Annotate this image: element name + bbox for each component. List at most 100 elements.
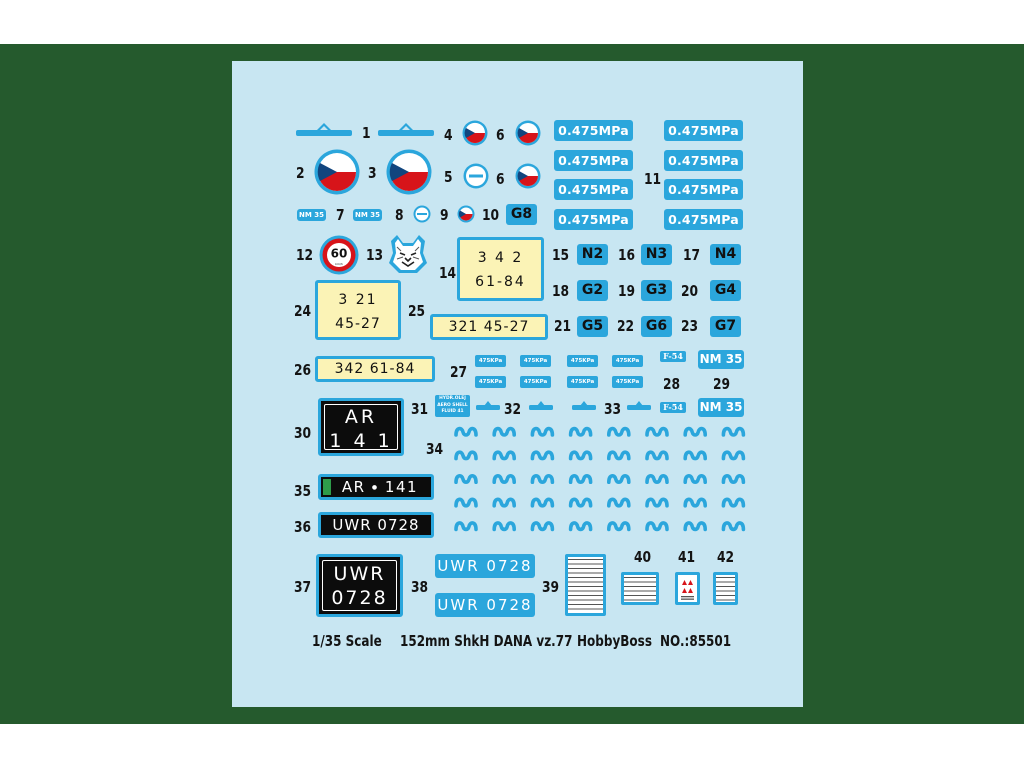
squiggle-decal — [683, 497, 708, 508]
instruction-placard-decal — [565, 554, 606, 616]
squiggle-decal — [454, 497, 478, 508]
squiggle-decal — [492, 426, 517, 437]
squiggle-decal — [530, 426, 555, 437]
nm35-decal: NM 35 — [353, 209, 382, 221]
placard-text-lines — [568, 557, 603, 613]
squiggle-decal — [721, 450, 746, 461]
decal-number: 41 — [678, 548, 696, 566]
nm35-decal: NM 35 — [698, 398, 744, 417]
plate-line: AR — [344, 406, 378, 428]
unit-tag-decal: G2 — [577, 280, 608, 301]
decal-number: 2 — [296, 164, 305, 182]
czech-roundel-icon — [515, 120, 541, 146]
nm35-decal: NM 35 — [297, 209, 326, 221]
squiggle-decal — [645, 497, 669, 508]
bar-roundel-icon — [463, 163, 489, 189]
decal-number: 8 — [395, 206, 404, 224]
plate-line: UWR — [333, 563, 386, 585]
squiggle-decal — [454, 521, 478, 532]
brand-name: HobbyBoss — [577, 632, 652, 650]
squiggle-decal — [530, 473, 555, 485]
scale-label: 1/35 Scale — [312, 632, 382, 650]
decal-number: 13 — [366, 246, 384, 264]
speed-limit-unit: km/h — [335, 262, 343, 266]
pressure-label-decal: 475KPa — [567, 376, 598, 388]
pressure-label-decal: 0.475MPa — [664, 120, 743, 141]
decal-number: 37 — [294, 578, 312, 596]
squiggle-decal — [645, 521, 669, 532]
squiggle-decal — [568, 450, 593, 461]
decal-number: 4 — [444, 126, 453, 144]
plate-text: 141 — [384, 478, 419, 496]
squiggle-decal — [645, 450, 669, 461]
licence-plate-decal: 3 4 2 61-84 — [457, 237, 544, 301]
squiggle-decal — [454, 426, 478, 437]
squiggle-decal — [492, 497, 517, 508]
decal-number: 5 — [444, 168, 453, 186]
squiggle-decal — [683, 426, 708, 437]
tactical-symbol-decal — [296, 123, 352, 136]
unit-tag-decal: N2 — [577, 244, 608, 265]
squiggle-decal — [492, 521, 517, 532]
decal-number: 16 — [618, 246, 636, 264]
plate-flag-strip — [323, 479, 331, 495]
pressure-label-decal: 0.475MPa — [664, 209, 743, 230]
unit-tag-decal: G6 — [641, 316, 672, 337]
speed-limit-value: 60 — [331, 247, 348, 261]
licence-plate-decal: 3 21 45-27 — [315, 280, 401, 340]
plate-line: 61-84 — [475, 274, 526, 290]
unit-tag-decal: G3 — [641, 280, 672, 301]
plate-border — [324, 404, 398, 450]
placard-body — [678, 575, 697, 602]
decal-number: 19 — [618, 282, 636, 300]
f54-decal: F-54 — [660, 402, 686, 413]
decal-number: 29 — [713, 375, 731, 393]
pressure-label-decal: 475KPa — [520, 355, 551, 367]
squiggle-decal — [721, 473, 746, 485]
squiggle-decal — [454, 450, 478, 461]
squiggle-decal — [721, 426, 746, 437]
squiggle-decal — [606, 473, 631, 485]
czech-roundel-icon — [515, 163, 541, 189]
squiggle-decal — [568, 473, 593, 485]
squiggle-decal — [683, 450, 708, 461]
pressure-label-decal: 0.475MPa — [554, 209, 633, 230]
decal-number: 35 — [294, 482, 312, 500]
squiggle-decal — [645, 426, 669, 437]
placard-text-lines — [624, 575, 656, 602]
decal-number: 3 — [368, 164, 377, 182]
part-number: NO.:85501 — [660, 632, 732, 650]
licence-plate-decal: UWR 0728 — [435, 593, 535, 617]
black-plate-decal: UWR 0728 — [316, 554, 403, 617]
placard-text-lines — [716, 575, 735, 602]
unit-tag-decal: G8 — [506, 204, 537, 225]
decal-number: 30 — [294, 424, 312, 442]
pressure-label-decal: 0.475MPa — [554, 120, 633, 141]
decal-number: 31 — [411, 400, 429, 418]
hydraulic-line: HYDR.OLEJ — [439, 396, 466, 401]
pressure-label-decal: 475KPa — [612, 355, 643, 367]
decal-number: 39 — [542, 578, 560, 596]
decal-number: 18 — [552, 282, 570, 300]
model-name: 152mm ShkH DANA vz.77 — [400, 632, 573, 650]
decal-number: 38 — [411, 578, 429, 596]
hydraulic-oil-decal: HYDR.OLEJ AERO SHELL FLUID 41 — [435, 395, 470, 417]
plate-text: AR — [341, 478, 366, 496]
tactical-symbol-decal — [529, 401, 553, 410]
decal-number: 6 — [496, 170, 505, 188]
squiggle-decal — [454, 473, 478, 485]
squiggle-decal — [645, 473, 669, 485]
hydraulic-line: AERO SHELL — [437, 402, 468, 408]
squiggle-decal — [606, 521, 631, 532]
decal-number: 26 — [294, 361, 312, 379]
squiggle-decal — [568, 521, 593, 532]
nm35-decal: NM 35 — [698, 350, 744, 369]
plate-line: 1 4 1 — [329, 430, 393, 452]
decal-number: 32 — [504, 400, 522, 418]
decal-number: 21 — [554, 317, 572, 335]
decal-number: 42 — [717, 548, 735, 566]
bar-roundel-icon — [413, 205, 431, 223]
squiggle-decal — [683, 473, 708, 485]
plate-line: 3 4 2 — [477, 250, 524, 266]
squiggle-decal — [606, 450, 631, 461]
